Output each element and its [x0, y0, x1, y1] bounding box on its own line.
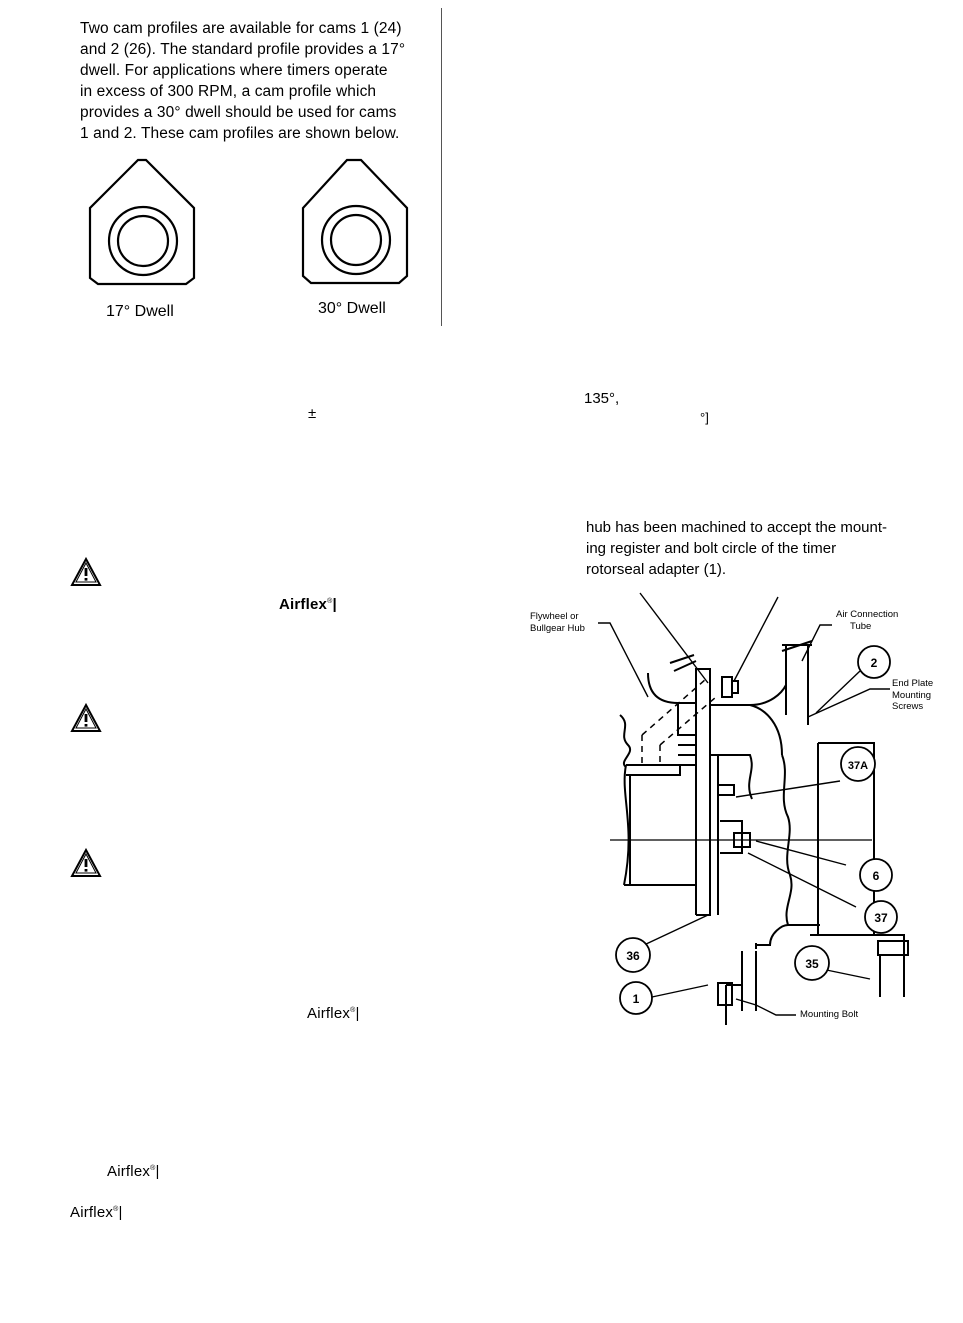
callout-6-label: 6: [873, 869, 880, 883]
registered-mark: ®: [113, 1206, 119, 1213]
callout-36-label: 36: [626, 949, 640, 963]
registered-mark: ®: [150, 1165, 156, 1172]
right-line-2: ing register and bolt circle of the time…: [586, 540, 837, 557]
caption-30-dwell: 30° Dwell: [318, 300, 386, 317]
intro-line-1: Two cam profiles are available for cams …: [80, 20, 402, 37]
callout-37-label: 37: [874, 911, 888, 925]
column-divider: [441, 8, 442, 326]
label-end-plate-2: Mounting: [892, 690, 931, 701]
callout-36: 36: [615, 937, 651, 973]
brand-name: Airflex: [70, 1204, 114, 1221]
intro-line-3: dwell. For applications where timers ope…: [80, 62, 388, 79]
brand-name: Airflex: [279, 596, 328, 613]
registered-mark: ®: [327, 598, 333, 605]
warning-triangle-icon: [70, 703, 102, 732]
label-flywheel-1: Flywheel or: [530, 611, 579, 622]
intro-paragraph: Two cam profiles are available for cams …: [80, 18, 442, 144]
intro-line-4: in excess of 300 RPM, a cam profile whic…: [80, 83, 377, 100]
cam-profile-17-dwell: [88, 158, 196, 286]
right-line-1: hub has been machined to accept the moun…: [586, 519, 888, 536]
brand-airflex: Airflex®|: [279, 596, 337, 613]
angle-135-fragment: 135°,: [584, 390, 620, 407]
label-air-tube-1: Air Connection: [836, 609, 898, 620]
callout-37: 37: [864, 900, 898, 934]
callout-1: 1: [619, 981, 653, 1015]
brand-name: Airflex: [107, 1163, 151, 1180]
brand-airflex: Airflex®|: [70, 1204, 123, 1221]
intro-line-5: provides a 30° dwell should be used for …: [80, 104, 397, 121]
callout-35-label: 35: [805, 957, 819, 971]
label-flywheel-2: Bullgear Hub: [530, 623, 585, 634]
degree-bracket-fragment: °]: [700, 410, 709, 425]
callout-6: 6: [859, 858, 893, 892]
plus-minus-symbol: ±: [308, 405, 317, 422]
brand-airflex: Airflex®|: [107, 1163, 160, 1180]
warning-triangle-icon: [70, 557, 102, 586]
callout-2: 2: [857, 645, 891, 679]
caption-17-dwell: 17° Dwell: [106, 303, 174, 320]
label-air-tube-2: Tube: [850, 621, 871, 632]
callout-2-label: 2: [871, 656, 878, 670]
callout-37a-label: 37A: [848, 760, 868, 772]
label-mounting-bolt: Mounting Bolt: [800, 1009, 858, 1020]
brand-airflex: Airflex®|: [307, 1005, 360, 1022]
right-line-3: rotorseal adapter (1).: [586, 561, 727, 578]
warning-triangle-icon: [70, 848, 102, 877]
brand-name: Airflex: [307, 1005, 351, 1022]
intro-line-6: 1 and 2. These cam profiles are shown be…: [80, 125, 400, 142]
intro-line-2: and 2 (26). The standard profile provide…: [80, 41, 406, 58]
label-end-plate-3: Screws: [892, 701, 923, 712]
timer-mounting-diagram: Flywheel or Bullgear Hub Air Connection …: [530, 592, 933, 1025]
label-end-plate-1: End Plate: [892, 678, 933, 689]
cam-profile-30-dwell: [301, 158, 409, 285]
callout-37a: 37A: [840, 746, 876, 782]
registered-mark: ®: [350, 1007, 356, 1014]
right-paragraph: hub has been machined to accept the moun…: [586, 517, 942, 580]
callout-1-label: 1: [633, 992, 640, 1006]
callout-35: 35: [794, 945, 830, 981]
